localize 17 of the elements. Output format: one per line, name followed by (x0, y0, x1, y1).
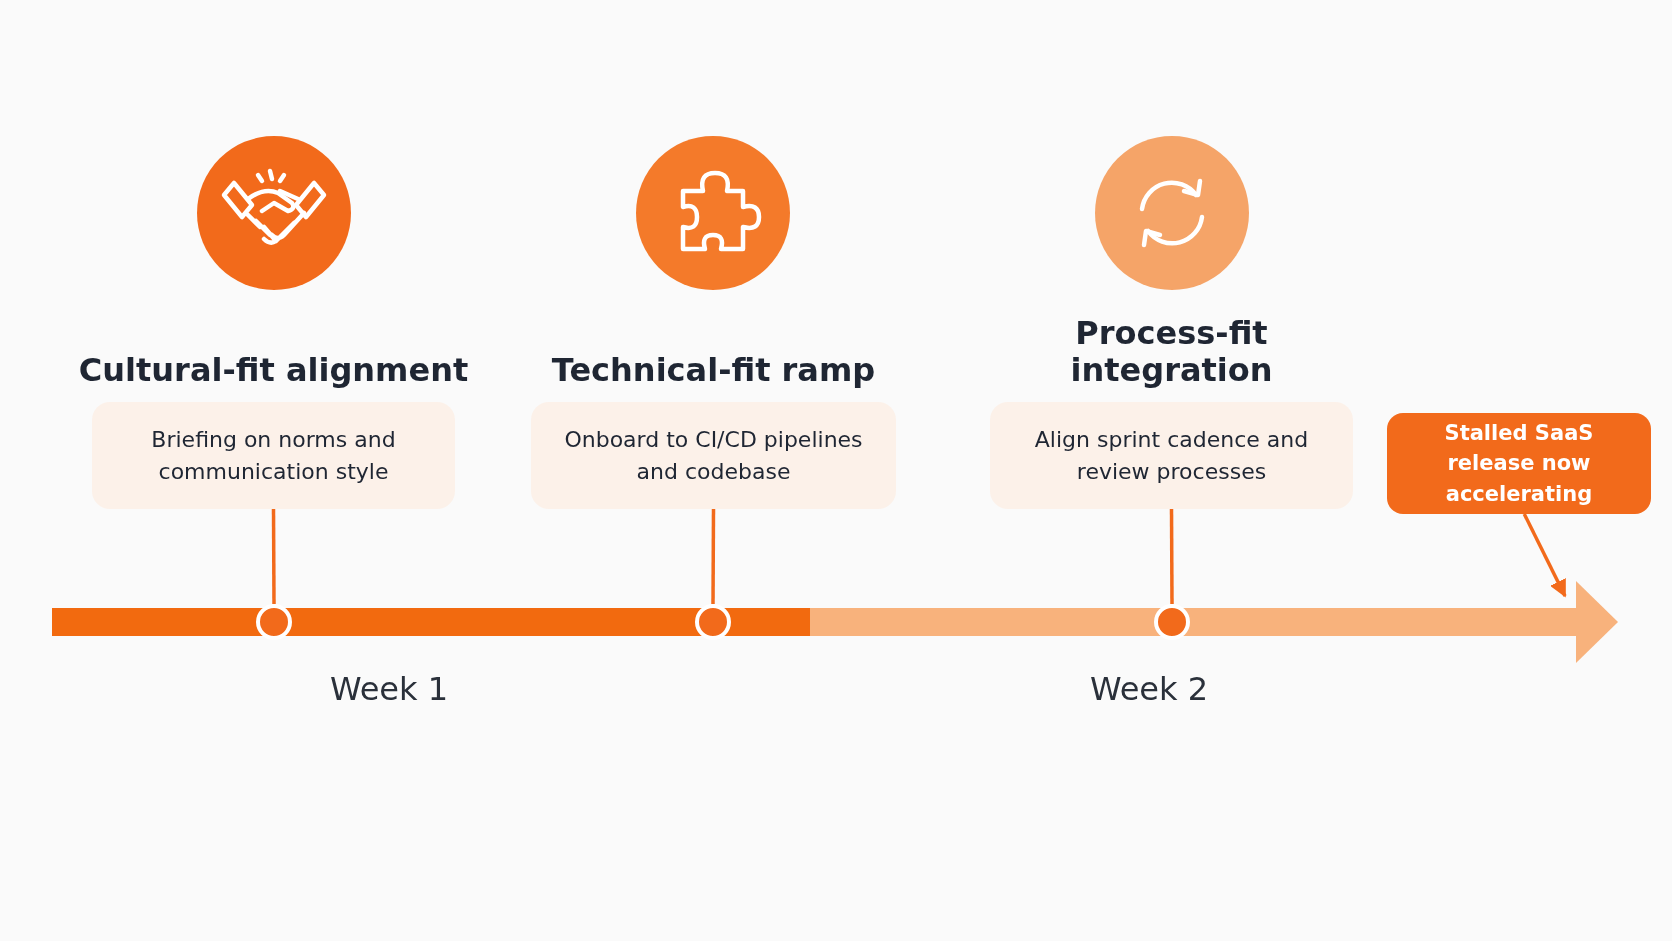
milestone-dot (695, 604, 731, 640)
milestone-dot (1154, 604, 1190, 640)
step-title: Technical-fit ramp (550, 352, 877, 390)
pointer-arrow (1522, 513, 1567, 598)
step-description: Align sprint cadence and review processes (1033, 425, 1310, 486)
step-description: Onboard to CI/CD pipelines and codebase (563, 425, 864, 486)
milestone-dot (256, 604, 292, 640)
step-title: Cultural-fit alignment (77, 352, 470, 390)
connector-line (1169, 509, 1174, 604)
callout-box (1387, 413, 1651, 514)
connector-line (711, 509, 716, 604)
week-label: Week 1 (329, 670, 449, 708)
step-description: Briefing on norms and communication style (150, 425, 397, 486)
step-title: Process-fit integration (1069, 314, 1274, 390)
callout-text: Stalled SaaS release now accelerating (1443, 419, 1595, 508)
week-label: Week 2 (1089, 670, 1209, 708)
connector-line (271, 509, 276, 604)
